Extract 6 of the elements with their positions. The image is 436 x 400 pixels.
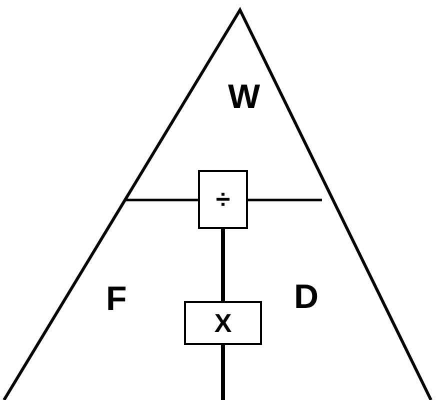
variable-letter: W [228,80,260,114]
variable-letter: F [106,282,127,316]
variable-letter: D [294,280,319,314]
operator-box: X [184,301,262,345]
operator-box: ÷ [198,170,248,229]
connector-line [221,229,225,301]
